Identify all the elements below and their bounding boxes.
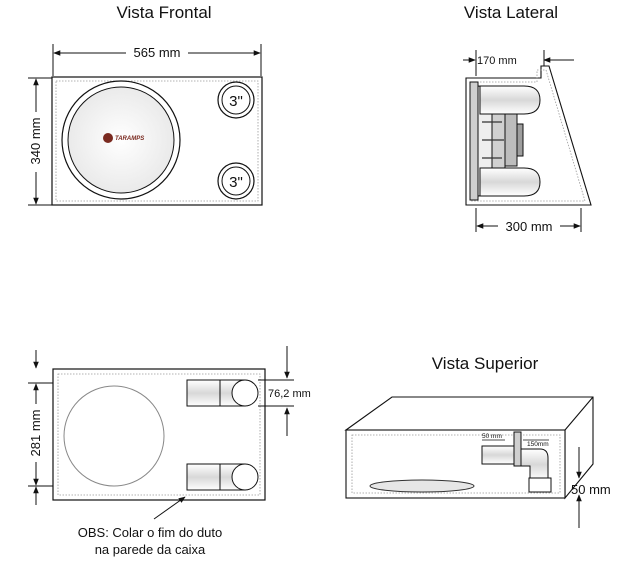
front-speaker-brand: TARAMPS [115,136,144,142]
front-speaker-cone [67,86,175,194]
top-speaker-ellipse [369,479,475,493]
top-duct-vertical [528,477,552,493]
side-top-label: 170 mm [477,55,517,67]
section-height-label-bg [28,404,44,462]
top-view-title: Vista Superior [432,354,539,373]
section-height-label: 281 mm [28,410,43,457]
side-woofer-magnet [504,113,518,167]
front-view-title: Vista Frontal [116,3,211,22]
top-small-label-a: 50 mm [482,433,502,440]
side-woofer-frame [469,81,479,201]
section-speaker-footprint [63,385,165,487]
front-box-inner-outline [55,80,259,202]
front-speaker-brand-mark [103,133,113,143]
section-note-line2: na parede da caixa [95,542,206,557]
section-duct-label: 76,2 mm [268,388,311,400]
front-view: Vista Frontal 565 mm 340 mm TARAMPS 3" 3… [28,3,263,206]
section-duct-top-end [231,379,259,407]
side-box-inner-outline [470,69,586,202]
top-small-label-b: 150mm [527,441,549,448]
side-woofer-backplate [516,123,524,157]
front-port-top-inner [221,85,251,115]
front-height-label: 340 mm [28,118,43,165]
section-duct-bottom-end [231,463,259,491]
side-view-title: Vista Lateral [464,3,558,22]
side-view: Vista Lateral 170 mm 300 mm [463,3,592,234]
section-view: 281 mm 76,2 mm OBS: Colar o fim do duto … [28,346,311,557]
section-note-line1: OBS: Colar o fim do duto [78,525,223,540]
front-port-top-label: 3" [229,93,243,110]
top-box-edge [564,396,594,431]
top-view: Vista Superior 50 mm 150mm 50 mm [344,354,611,528]
section-box-inner-outline [57,373,261,496]
front-width-label-bg [126,44,188,60]
side-bottom-label-bg [498,218,560,234]
front-port-bottom-inner [221,166,251,196]
top-duct-flange [513,431,522,467]
top-side-label: 50 mm [571,482,611,497]
front-width-label: 565 mm [134,45,181,60]
side-port-bottom-tube [479,167,541,197]
front-port-bottom-label: 3" [229,174,243,191]
front-speaker-outer-ring [61,80,181,200]
top-duct-elbow [520,448,549,481]
side-bottom-label: 300 mm [506,219,553,234]
top-duct-horizontal [481,445,517,465]
front-height-label-bg [28,112,44,172]
section-note-leader [153,496,186,520]
side-port-top-tube [479,85,541,115]
top-box-inner-outline [351,434,561,494]
